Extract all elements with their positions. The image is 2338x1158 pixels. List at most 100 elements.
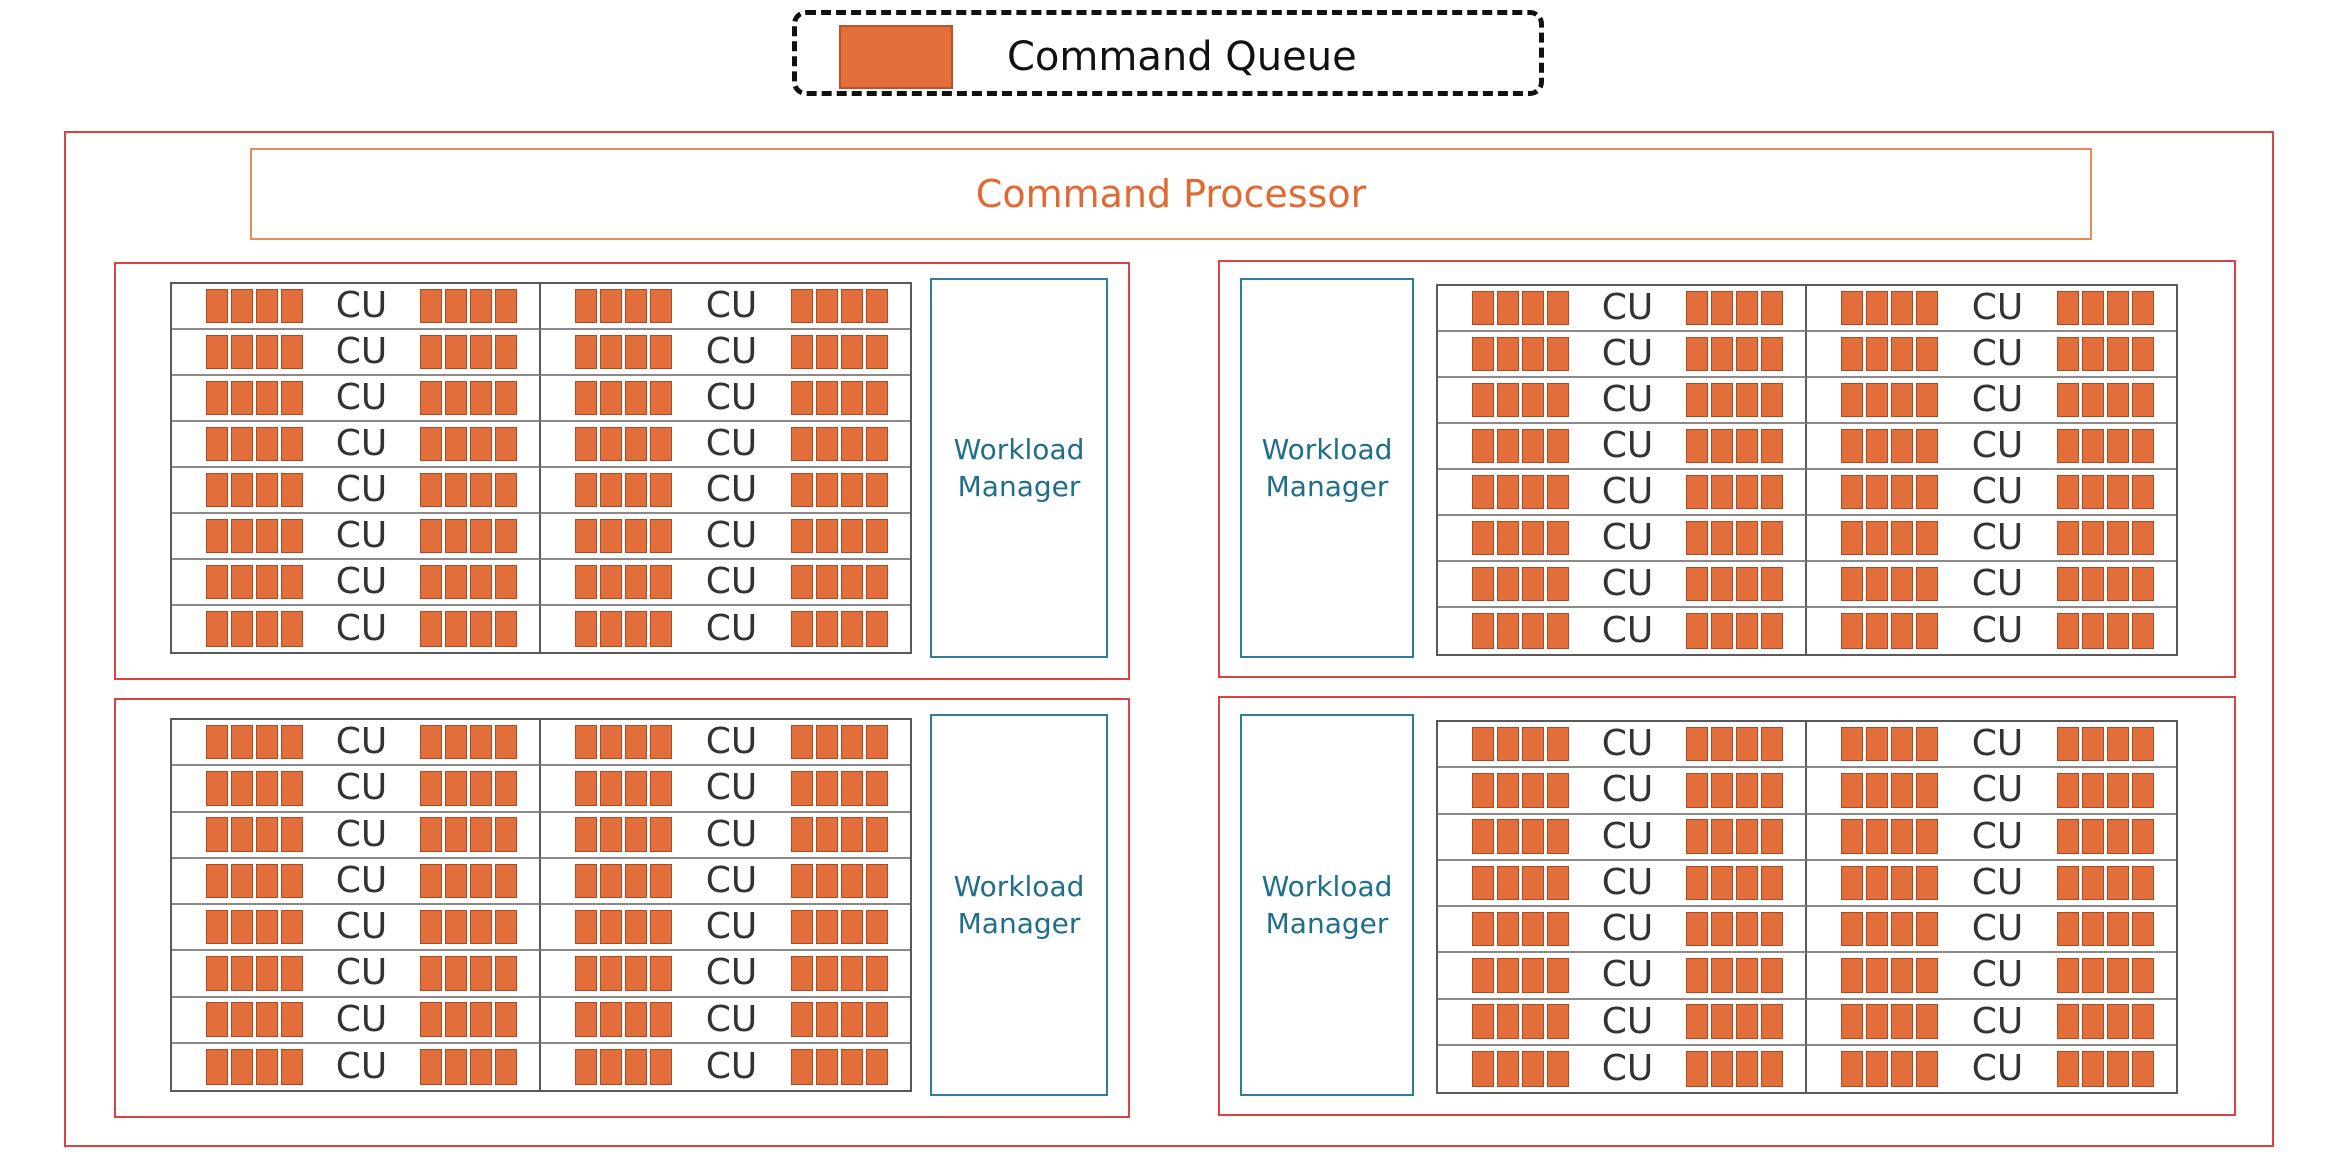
command-queue	[2057, 566, 2079, 602]
cu-label: CU	[1971, 769, 2024, 811]
command-queue	[1916, 958, 1938, 993]
command-queue	[600, 956, 622, 991]
command-queue	[1841, 520, 1863, 556]
command-queue	[1891, 911, 1913, 947]
command-queue	[791, 564, 813, 600]
compute-unit: CU	[172, 905, 541, 952]
cu-label: CU	[1971, 908, 2024, 950]
command-queue	[1916, 911, 1938, 947]
command-queue	[791, 380, 813, 416]
command-queue	[2132, 290, 2154, 326]
compute-unit: CU	[541, 951, 910, 998]
command-queue	[600, 334, 622, 370]
command-queue-group-right	[2057, 382, 2154, 418]
command-queue	[2132, 726, 2154, 762]
command-queue	[206, 426, 228, 462]
cu-label: CU	[1971, 723, 2024, 765]
workload-manager-top-right: Workload Manager	[1240, 278, 1414, 658]
command-queue	[1841, 819, 1863, 854]
command-queue	[420, 334, 442, 370]
command-queue	[791, 472, 813, 508]
command-queue	[1497, 1050, 1519, 1087]
compute-unit: CU	[172, 720, 541, 767]
command-queue	[2132, 1004, 2154, 1039]
command-queue	[1547, 428, 1569, 464]
command-queue	[575, 564, 597, 600]
command-queue	[2132, 958, 2154, 993]
command-queue-group-right	[1686, 865, 1783, 901]
command-queue	[2057, 958, 2079, 993]
command-queue	[650, 1002, 672, 1037]
command-queue-group-left	[1472, 474, 1569, 510]
command-queue-group-left	[575, 817, 672, 852]
command-queue	[791, 518, 813, 554]
command-queue-group-right	[420, 288, 517, 324]
command-queue	[2057, 1050, 2079, 1087]
command-queue	[841, 518, 863, 554]
command-queue	[1761, 958, 1783, 993]
command-queue-group-right	[420, 771, 517, 806]
command-queue	[575, 334, 597, 370]
command-queue	[470, 909, 492, 945]
command-queue	[575, 472, 597, 508]
command-queue-group-left	[206, 909, 303, 945]
command-queue-group-right	[2057, 336, 2154, 372]
command-queue	[1841, 1004, 1863, 1039]
command-queue	[1472, 613, 1494, 649]
command-queue	[231, 956, 253, 991]
command-queue-group-right	[791, 863, 888, 899]
cu-label: CU	[705, 998, 758, 1040]
command-queue	[600, 1002, 622, 1037]
command-queue	[600, 380, 622, 416]
command-queue	[1522, 911, 1544, 947]
command-queue	[2132, 865, 2154, 901]
cu-label: CU	[705, 469, 758, 510]
compute-unit: CU	[172, 468, 541, 514]
command-queue	[256, 817, 278, 852]
command-queue	[206, 518, 228, 554]
command-queue-group-right	[2057, 773, 2154, 808]
command-queue	[2082, 819, 2104, 854]
command-queue	[281, 611, 303, 647]
command-queue-group-right	[1686, 1050, 1783, 1087]
compute-unit: CU	[541, 376, 910, 422]
command-queue	[791, 1002, 813, 1037]
cu-label: CU	[1601, 425, 1654, 466]
command-queue	[866, 956, 888, 991]
command-queue	[1547, 1050, 1569, 1087]
cu-label: CU	[1601, 333, 1654, 374]
command-queue	[575, 817, 597, 852]
command-queue-group-left	[575, 380, 672, 416]
command-queue-group-left	[206, 426, 303, 462]
compute-unit: CU	[1438, 562, 1807, 608]
command-queue	[1522, 336, 1544, 372]
command-queue	[445, 564, 467, 600]
command-queue-group-left	[1841, 958, 1938, 993]
command-queue-group-right	[2057, 1004, 2154, 1039]
command-queue-group-right	[791, 724, 888, 760]
command-queue-group-left	[575, 771, 672, 806]
command-queue	[231, 863, 253, 899]
command-queue	[816, 564, 838, 600]
cu-label: CU	[705, 952, 758, 994]
command-queue	[2082, 520, 2104, 556]
command-queue-group-right	[1686, 428, 1783, 464]
command-queue	[1522, 566, 1544, 602]
command-queue	[1891, 1050, 1913, 1087]
command-queue	[1472, 773, 1494, 808]
compute-unit: CU	[1438, 286, 1807, 332]
cu-label: CU	[705, 906, 758, 948]
command-queue	[841, 334, 863, 370]
command-queue	[1916, 520, 1938, 556]
command-queue	[866, 817, 888, 852]
command-queue	[2082, 428, 2104, 464]
command-queue-group-right	[791, 1002, 888, 1037]
command-queue	[1547, 336, 1569, 372]
command-queue	[1916, 290, 1938, 326]
command-queue	[1891, 1004, 1913, 1039]
cu-label: CU	[1601, 379, 1654, 420]
cu-label: CU	[1601, 610, 1654, 651]
command-queue-group-left	[575, 909, 672, 945]
command-queue	[2107, 773, 2129, 808]
command-queue	[1736, 773, 1758, 808]
